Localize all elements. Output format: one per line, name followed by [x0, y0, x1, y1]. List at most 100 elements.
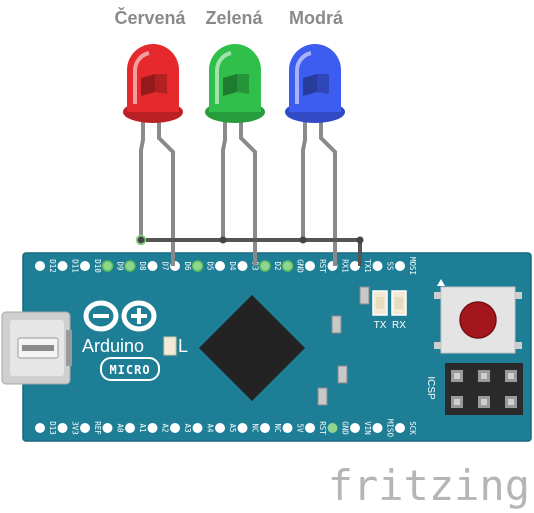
pin-hole — [101, 260, 114, 272]
bottom-pin-label: A3 — [183, 423, 192, 432]
wires — [135, 234, 364, 266]
pin-hole — [305, 423, 315, 433]
pin-hole — [282, 423, 293, 433]
pin-hole — [192, 423, 203, 433]
tx-label: TX — [374, 320, 387, 331]
bottom-pin-label: NC — [251, 423, 260, 432]
bottom-pin-label: A2 — [161, 423, 170, 432]
rx-label: RX — [392, 320, 406, 331]
led-die — [303, 74, 317, 96]
led-leg — [301, 118, 307, 240]
wire-endpoint — [135, 234, 147, 246]
red-led — [123, 44, 183, 250]
top-pin-label: TX1 — [363, 259, 372, 273]
top-pin-header: D12D11D10D9D8D7D6D5D4D3D2GNDRSTRX1TX1SSM… — [35, 257, 417, 275]
top-pin-label: D5 — [206, 261, 215, 270]
bottom-pin-label: GND — [341, 421, 350, 435]
bottom-pin-label: A4 — [206, 423, 215, 433]
tx-rx-leds — [372, 290, 407, 316]
pin-hole — [80, 423, 90, 433]
reset-button[interactable] — [434, 286, 522, 354]
arduino-logo-text: Arduino — [82, 336, 144, 356]
pin-hole — [237, 261, 248, 271]
blue-led — [285, 44, 345, 250]
micro-label: MICRO — [109, 363, 150, 377]
led-leg — [157, 118, 175, 250]
pin-hole — [215, 423, 225, 433]
bottom-pin-label: REF — [93, 421, 102, 435]
pin-hole — [260, 423, 270, 433]
top-pin-label: D11 — [71, 259, 80, 273]
top-pin-label: D12 — [48, 259, 57, 273]
led-die — [141, 74, 155, 96]
pin-hole — [395, 423, 405, 433]
pin-hole — [350, 261, 360, 271]
orientation-marker — [437, 279, 445, 286]
bottom-pin-label: 5V — [296, 423, 305, 433]
smd-component — [331, 315, 342, 334]
smd-component — [317, 387, 328, 406]
usb-connector — [1, 311, 72, 385]
wire-junction — [299, 236, 307, 244]
arduino-logo — [83, 300, 157, 332]
bottom-pin-label: MISO — [386, 419, 395, 438]
wire-junction — [219, 236, 227, 244]
pin-hole — [80, 261, 90, 271]
led-label-blue: Modrá — [289, 8, 344, 28]
pin-hole — [170, 423, 180, 433]
mcu-chip — [199, 295, 305, 401]
icsp-header — [445, 363, 523, 415]
pin-hole — [191, 260, 204, 272]
pin-hole — [327, 423, 338, 433]
bottom-pin-label: A5 — [228, 423, 237, 432]
smd-component — [359, 286, 370, 305]
bottom-pin-label: 3V3 — [71, 421, 80, 435]
pin-hole — [124, 260, 136, 272]
top-pin-label: RX1 — [341, 259, 350, 273]
bottom-pin-label: D13 — [48, 421, 57, 435]
led-leg — [239, 118, 257, 250]
pin-hole — [57, 261, 68, 271]
top-pin-label: MOSI — [408, 257, 417, 275]
micro-badge — [100, 357, 160, 381]
led-label-red: Červená — [114, 7, 186, 28]
pin-hole — [35, 423, 45, 433]
led-label-green: Zelená — [205, 8, 263, 28]
pin-hole — [125, 423, 135, 433]
bottom-pin-header: D13 3V3 REF A0 A1 A2 A3 A4 A5 NC NC 5V RST GND VIN MISO… — [35, 419, 417, 438]
pin-hole — [372, 423, 383, 433]
led-die — [223, 74, 237, 96]
pin-hole — [305, 261, 315, 271]
bottom-pin-label: RST — [318, 421, 327, 435]
top-pin-label: D2 — [273, 261, 282, 270]
led-leg — [139, 118, 145, 240]
top-pin-label: D9 — [116, 261, 125, 270]
top-pin-label: RST — [318, 259, 327, 273]
wire-junction — [356, 236, 364, 244]
bottom-pin-label: SCK — [408, 421, 417, 435]
bottom-pin-label: VIN — [363, 421, 372, 435]
top-pin-label: SS — [386, 261, 395, 271]
top-pin-label: D10 — [93, 259, 102, 273]
pin-hole — [281, 260, 294, 272]
top-pin-label: D8 — [138, 261, 147, 271]
bottom-pin-label: A0 — [116, 423, 125, 433]
pin-hole — [395, 261, 405, 271]
bottom-pin-label: A1 — [138, 423, 147, 432]
led-l-smd — [163, 336, 177, 356]
pin-hole — [57, 423, 68, 433]
pin-hole — [147, 261, 158, 271]
arduino-micro-board: Arduino L MICRO TX RX — [1, 252, 532, 442]
pin-hole — [35, 261, 45, 271]
pin-hole — [350, 423, 360, 433]
pin-hole — [147, 423, 158, 433]
top-pin-label: D7 — [161, 261, 170, 270]
bottom-pin-label: NC — [273, 423, 282, 432]
led-leg — [221, 118, 227, 240]
led-group — [123, 44, 345, 250]
pin-hole — [259, 260, 271, 272]
pin-hole — [372, 261, 383, 271]
smd-component — [337, 365, 348, 384]
fritzing-watermark: fritzing — [328, 461, 530, 510]
